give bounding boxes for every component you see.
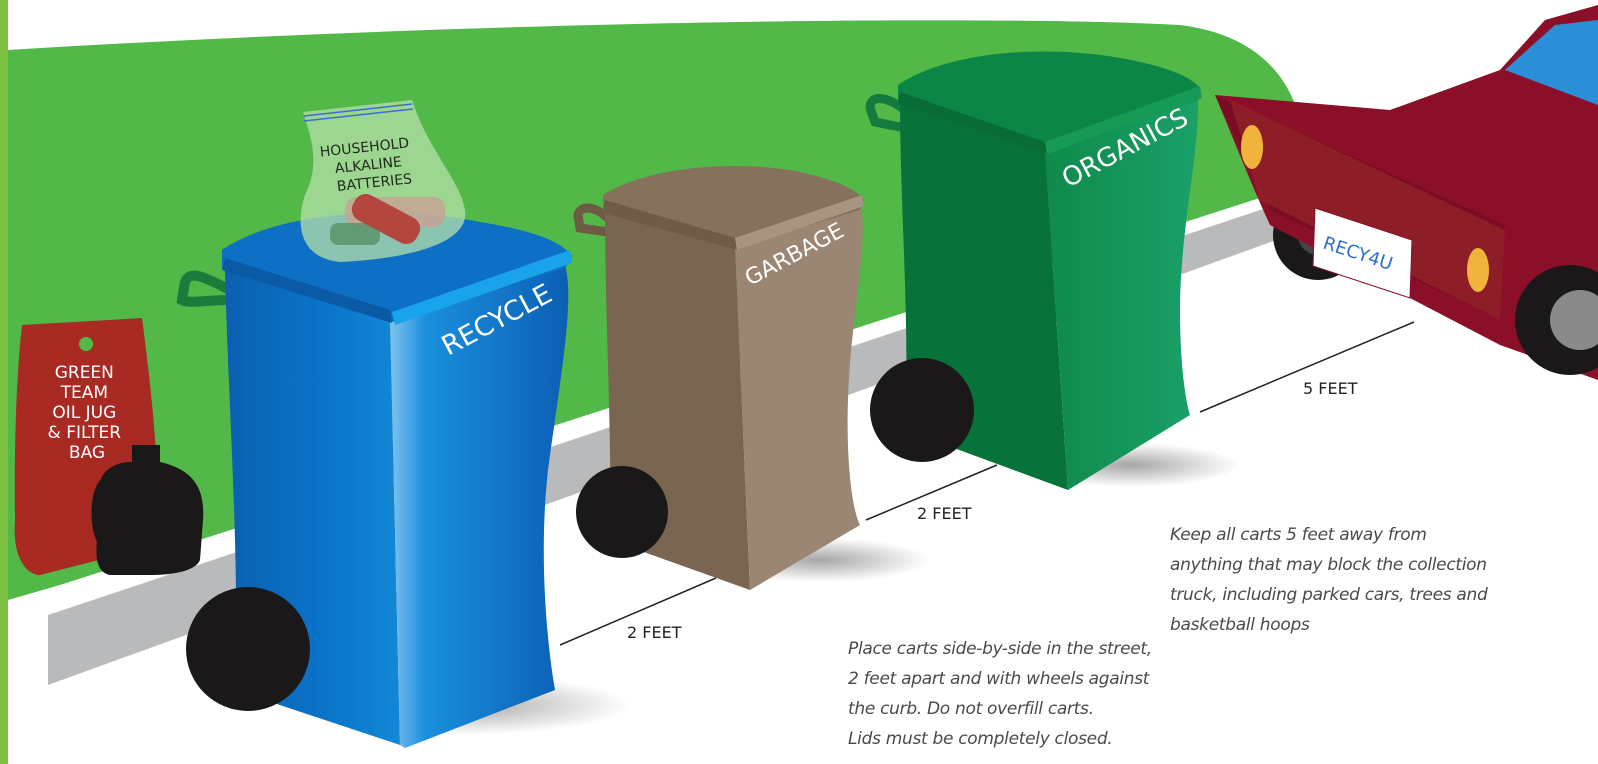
oil-bag-line-2: TEAM [60,383,108,403]
placement-note-line-1: Place carts side-by-side in the street, [848,634,1152,664]
distance-line-3 [1200,322,1414,412]
organics-cart-wheel [870,358,974,462]
garbage-cart: GARBAGE [576,166,864,590]
car-tail-light-left [1241,125,1263,169]
clearance-note-line-3: truck, including parked cars, trees and [1170,580,1488,610]
clearance-note-line-2: anything that may block the collection [1170,550,1488,580]
placement-note-line-3: the curb. Do not overfill carts. [848,694,1152,724]
clearance-note: Keep all carts 5 feet away from anything… [1170,520,1488,640]
clearance-note-line-1: Keep all carts 5 feet away from [1170,520,1488,550]
garbage-cart-wheel [576,466,668,558]
oil-bag-line-1: GREEN [55,363,114,383]
parked-car: RECY4U [1215,5,1598,380]
placement-note-line-4: Lids must be completely closed. [848,724,1152,754]
oil-bag-line-3: OIL JUG [52,403,116,423]
organics-cart: ORGANICS [870,51,1202,490]
car-tail-light-right [1467,248,1489,292]
distance-label-3: 5 FEET [1303,379,1358,398]
recycle-cart: RECYCLE [182,213,572,748]
oil-bag-line-5: BAG [69,443,105,463]
left-accent-bar [0,0,8,764]
clearance-note-line-4: basketball hoops [1170,610,1488,640]
placement-note-line-2: 2 feet apart and with wheels against [848,664,1152,694]
oil-bag-line-4: & FILTER [48,423,122,443]
placement-note: Place carts side-by-side in the street, … [848,634,1152,754]
recycle-cart-wheel [186,587,310,711]
distance-label-1: 2 FEET [627,623,682,642]
distance-label-2: 2 FEET [917,504,972,523]
